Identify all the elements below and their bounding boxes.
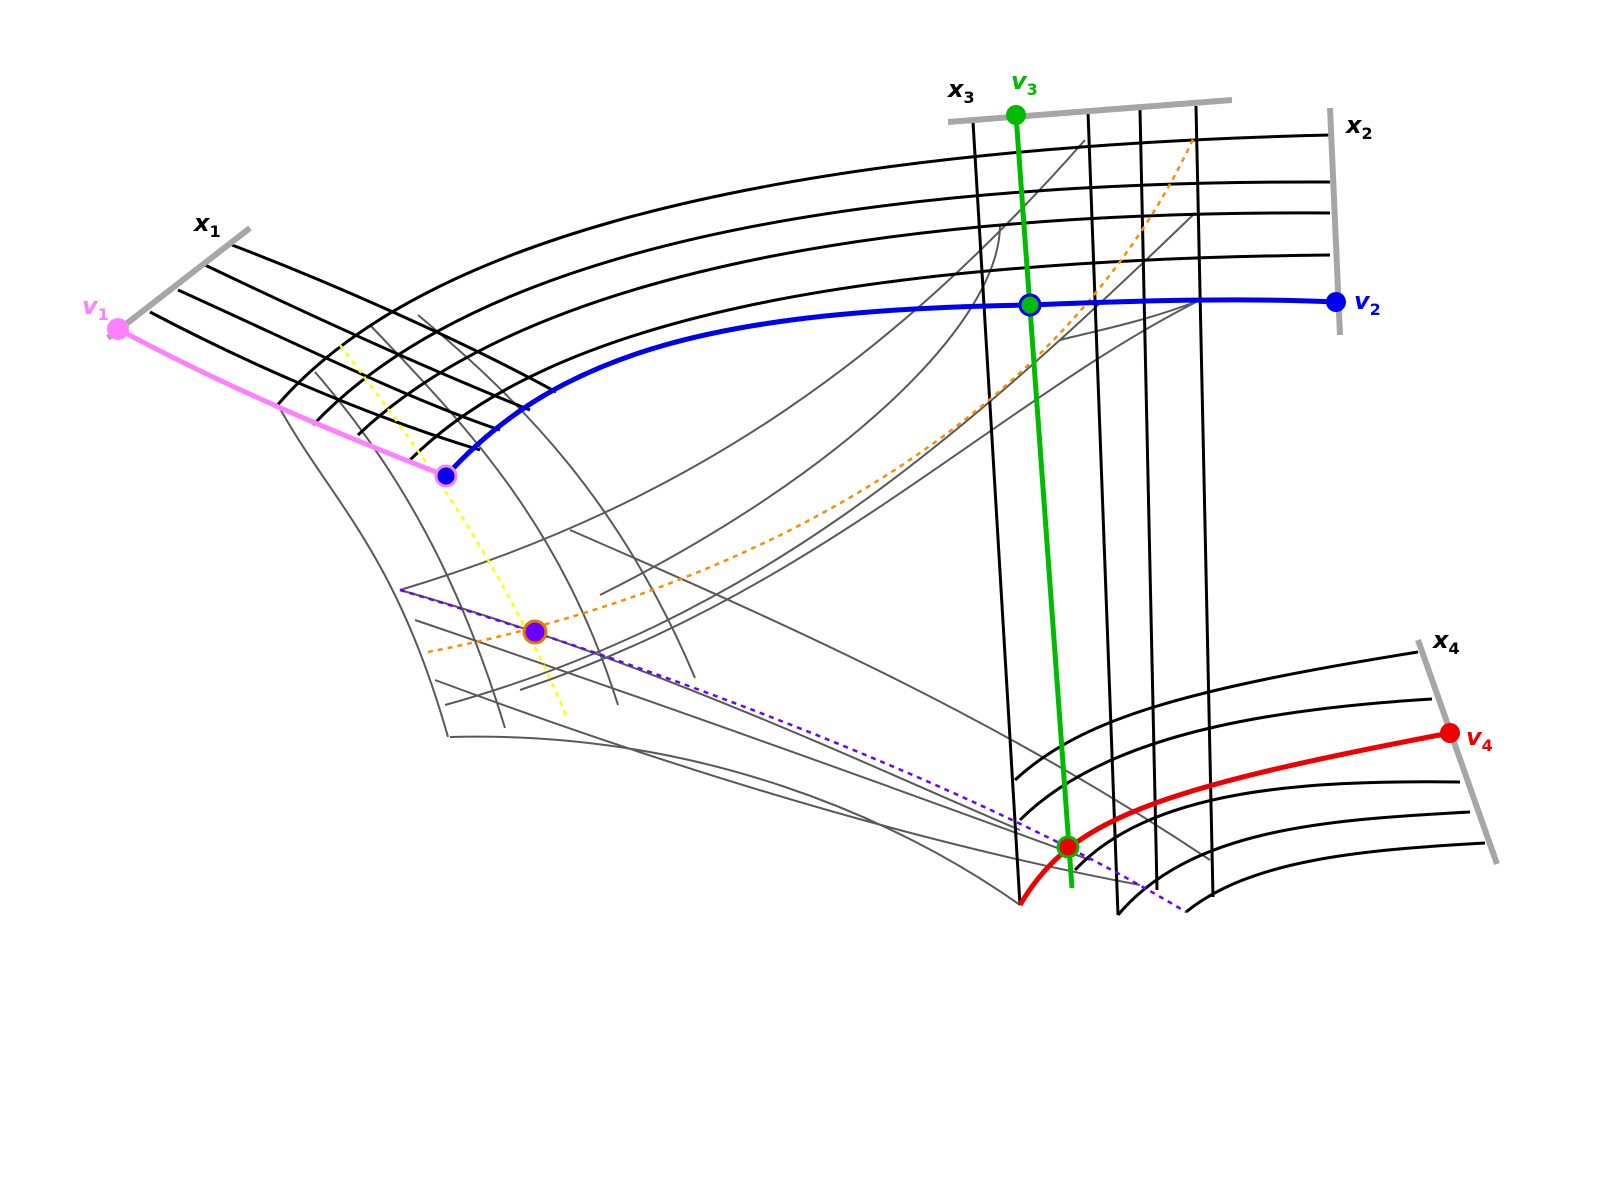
axis-label-x3: x3 xyxy=(947,75,975,107)
path-v1-segment xyxy=(116,326,447,479)
v2-marker xyxy=(1326,292,1346,312)
axis-label-x2: x2 xyxy=(1345,111,1373,143)
grid-x1-x4-gray xyxy=(277,314,1211,906)
grid-x2-x3-gray xyxy=(399,139,1201,706)
v3-marker xyxy=(1006,105,1026,125)
point-label-v2: v2 xyxy=(1354,287,1381,319)
path-v3-segment xyxy=(1013,114,1075,889)
labels: x1 x2 x3 x4 v1 v2 v3 v4 xyxy=(82,67,1493,755)
point-label-v4: v4 xyxy=(1466,723,1493,755)
axis-label-x1: x1 xyxy=(193,209,221,241)
dotted-orange-curve xyxy=(427,134,1197,654)
axis-bars xyxy=(106,97,1500,865)
highlighted-path xyxy=(116,114,1451,907)
path-v2-segment xyxy=(444,297,1337,478)
mid-point-marker xyxy=(522,619,548,645)
path-v4-segment xyxy=(1017,730,1451,907)
markers xyxy=(107,105,1460,859)
axis-bar-x1 xyxy=(106,225,252,341)
v3-v4-intersection-marker xyxy=(1056,835,1080,859)
grid-x4-black xyxy=(1013,650,1486,916)
grid-x3-black xyxy=(971,105,1215,916)
point-label-v1: v1 xyxy=(82,292,109,324)
v1-marker xyxy=(107,318,129,340)
axis-bar-x3 xyxy=(947,97,1233,125)
v2-v3-intersection-marker xyxy=(1018,293,1042,317)
axis-bar-x4 xyxy=(1415,639,1500,865)
grid-x2-black xyxy=(273,133,1331,462)
axis-label-x4: x4 xyxy=(1432,626,1460,658)
v4-marker xyxy=(1440,723,1460,743)
dotted-curves xyxy=(339,134,1197,914)
grid-x1-black xyxy=(149,243,557,452)
dotted-violet-curve xyxy=(399,588,1187,914)
dotted-yellow-curve xyxy=(339,344,568,716)
point-label-v3: v3 xyxy=(1011,67,1038,99)
v1-x2-intersection-marker xyxy=(434,464,458,488)
